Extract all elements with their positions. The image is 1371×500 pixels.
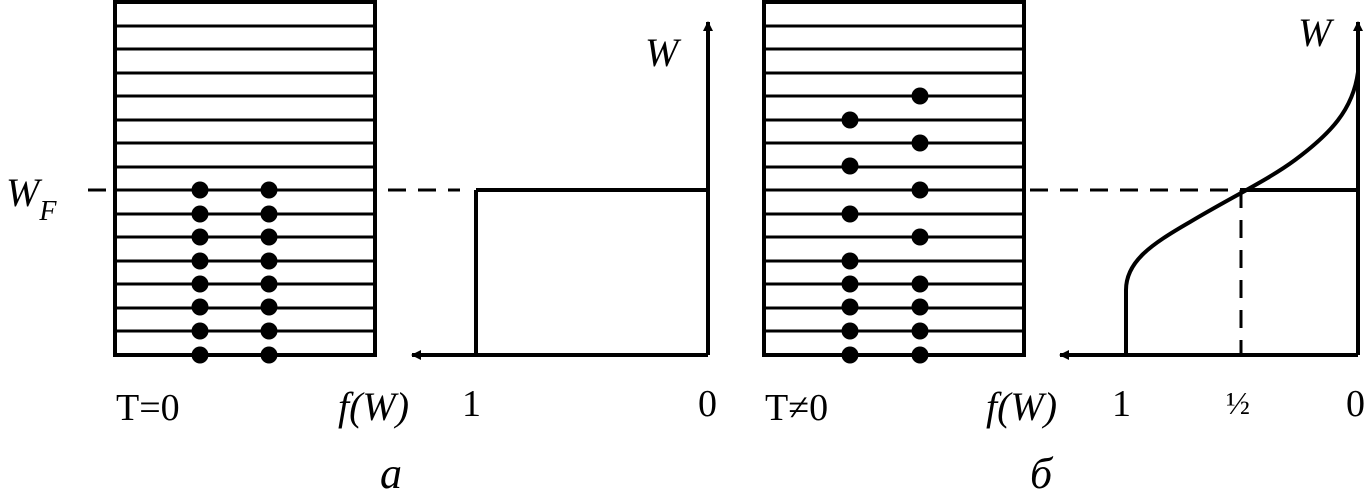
panel-a-electron-dots: [191, 181, 278, 364]
panel-a-caption: а: [380, 449, 402, 498]
panel-b-electron-dot: [911, 228, 929, 246]
panel-a-electron-dot: [260, 205, 278, 223]
panel-a-temperature-label: T=0: [116, 387, 180, 429]
panel-a-electron-dot: [260, 252, 278, 270]
panel-a-f-tick-one: 1: [462, 383, 481, 425]
panel-a-electron-dot: [260, 346, 278, 364]
panel-a-electron-dot: [191, 205, 209, 223]
panel-a-electron-dot: [260, 298, 278, 316]
panel-a-electron-dot: [191, 275, 209, 293]
panel-a: WF W T=0 f(W) 1 0 а: [6, 0, 717, 498]
panel-b-w-axis-label: W: [1298, 10, 1335, 55]
panel-b-f-tick-one: 1: [1112, 383, 1131, 425]
panel-b-electron-dot: [911, 298, 929, 316]
panel-b-f-axis-label: f(W): [986, 384, 1057, 429]
panel-a-f-tick-zero: 0: [698, 383, 717, 425]
panel-b-electron-dot: [911, 87, 929, 105]
panel-a-electron-dot: [260, 228, 278, 246]
panel-a-electron-dot: [260, 275, 278, 293]
panel-b-electron-dot: [841, 346, 859, 364]
panel-b-electron-dot: [911, 134, 929, 152]
panel-a-w-axis-label: W: [645, 30, 682, 75]
panel-b-f-tick-half: ½: [1226, 385, 1250, 421]
panel-a-electron-dot: [191, 298, 209, 316]
panel-b-temperature-label: T≠0: [765, 387, 828, 429]
panel-a-f-axis-label: f(W): [338, 384, 409, 429]
panel-a-electron-dot: [191, 228, 209, 246]
panel-b-electron-dot: [841, 205, 859, 223]
panel-b-f-tick-zero: 0: [1346, 383, 1365, 425]
panel-b-fermi-dirac-curve: [1124, 71, 1360, 355]
panel-b-energy-levels: [764, 24, 1024, 333]
panel-b-electron-dot: [841, 298, 859, 316]
panel-b-electron-dot: [911, 181, 929, 199]
panel-b-electron-dots: [841, 87, 929, 364]
panel-a-electron-dot: [260, 322, 278, 340]
panel-b-band-box: [762, 0, 1026, 357]
panel-a-electron-dot: [191, 346, 209, 364]
panel-b-electron-dot: [841, 275, 859, 293]
panel-a-band-box: [113, 0, 377, 357]
panel-a-electron-dot: [191, 252, 209, 270]
panel-b-electron-dot: [911, 322, 929, 340]
panel-a-electron-dot: [191, 181, 209, 199]
panel-b-caption: б: [1030, 449, 1054, 498]
panel-b-electron-dot: [911, 275, 929, 293]
panel-b-electron-dot: [841, 157, 859, 175]
panel-a-electron-dot: [191, 322, 209, 340]
panel-b-electron-dot: [911, 346, 929, 364]
panel-b-electron-dot: [841, 111, 859, 129]
panel-b-electron-dot: [841, 252, 859, 270]
panel-b: W T≠0 f(W) 1 ½ 0 б: [762, 0, 1365, 498]
panel-a-fermi-label: WF: [6, 170, 57, 227]
panel-b-electron-dot: [841, 322, 859, 340]
panel-a-energy-levels: [115, 24, 375, 333]
